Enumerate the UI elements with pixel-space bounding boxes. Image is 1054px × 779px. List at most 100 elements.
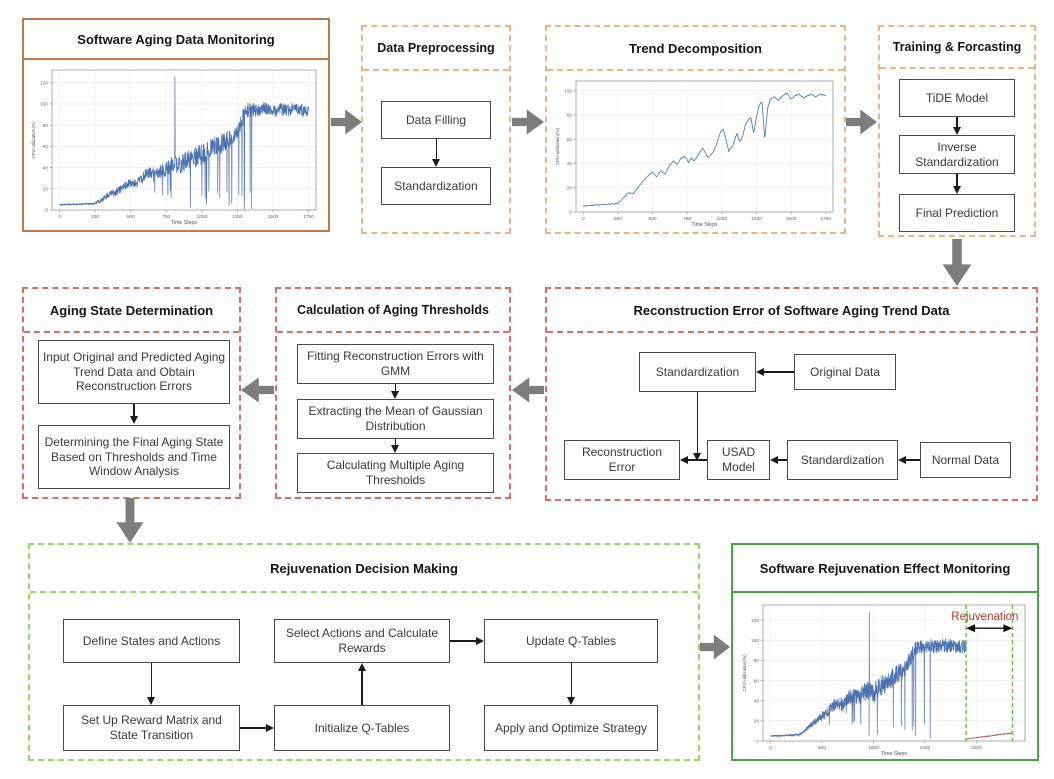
svg-text:20: 20 (43, 186, 49, 192)
svg-text:100: 100 (40, 102, 48, 108)
arrowhead-left (756, 367, 764, 376)
flow-arrow-thresholds-to-aging-state (241, 377, 274, 403)
section-title: Training & Forcasting (880, 27, 1034, 69)
svg-text:1000: 1000 (196, 214, 207, 220)
svg-text:0: 0 (58, 214, 61, 220)
svg-text:20: 20 (754, 719, 760, 725)
svg-text:1000: 1000 (716, 216, 727, 222)
arrowhead-down (129, 416, 138, 424)
node-usad-model: USAD Model (707, 440, 770, 480)
svg-text:80: 80 (567, 113, 573, 119)
arrowhead-left (770, 455, 778, 464)
section-title: Software Rejuvenation Effect Monitoring (733, 545, 1037, 593)
node-apply-optimize-strategy: Apply and Optimize Strategy (484, 705, 658, 751)
svg-text:100: 100 (751, 638, 759, 644)
section-calculation-aging-thresholds: Calculation of Aging Thresholds Fitting … (275, 287, 511, 499)
svg-text:CPU utilization(%): CPU utilization(%) (742, 654, 747, 692)
section-title: Calculation of Aging Thresholds (277, 289, 509, 333)
svg-text:120: 120 (751, 618, 759, 624)
step-tide-model: TiDE Model (899, 79, 1015, 117)
connector-line (450, 640, 476, 642)
svg-text:1500: 1500 (268, 214, 279, 220)
section-reconstruction-error: Reconstruction Error of Software Aging T… (545, 287, 1038, 501)
connector-line (133, 404, 135, 417)
svg-text:100: 100 (564, 88, 572, 94)
connector-line (956, 117, 958, 128)
section-title: Rejuvenation Decision Making (30, 545, 698, 593)
flow-arrow-reconstruction-to-thresholds (512, 377, 544, 403)
svg-text:40: 40 (754, 698, 760, 704)
step-inverse-standardization: Inverse Standardization (899, 135, 1015, 174)
flow-arrow-training-to-reconstruction (942, 239, 972, 286)
connector-line (956, 174, 958, 187)
svg-text:750: 750 (162, 214, 170, 220)
section-rejuvenation-effect-monitoring: Software Rejuvenation Effect Monitoring … (731, 543, 1039, 761)
svg-text:250: 250 (91, 214, 99, 220)
svg-text:Rejuvenation: Rejuvenation (951, 611, 1018, 623)
node-normal-data: Normal Data (920, 442, 1011, 478)
svg-text:40: 40 (567, 161, 573, 167)
node-define-states-actions: Define States and Actions (63, 619, 240, 663)
svg-text:1500: 1500 (920, 745, 931, 751)
node-original-data: Original Data (794, 354, 896, 390)
section-software-aging-data-monitoring: Software Aging Data Monitoring 0 250 500 75… (22, 18, 330, 232)
arrowhead-down (952, 186, 961, 194)
step-data-filling: Data Filling (381, 101, 491, 139)
svg-text:120: 120 (40, 80, 48, 86)
flow-arrow-preprocessing-to-trend (512, 109, 544, 135)
step-determine-final-aging-state: Determining the Final Aging State Based … (38, 425, 230, 489)
step-calculating-thresholds: Calculating Multiple Aging Thresholds (297, 453, 494, 493)
section-title: Data Preprocessing (363, 27, 509, 71)
connector-line (696, 392, 698, 453)
svg-text:40: 40 (43, 165, 49, 171)
flow-arrow-decision-to-effect (700, 634, 730, 660)
section-title: Reconstruction Error of Software Aging T… (547, 289, 1036, 333)
flow-arrow-trend-to-training (846, 109, 877, 135)
node-reward-matrix: Set Up Reward Matrix and State Transitio… (63, 705, 240, 751)
connector-line (906, 459, 920, 461)
svg-text:0: 0 (45, 208, 48, 214)
connector-line (764, 371, 794, 373)
section-rejuvenation-decision-making: Rejuvenation Decision Making Define Stat… (28, 543, 700, 761)
section-data-preprocessing: Data Preprocessing Data Filling Standard… (361, 25, 511, 234)
svg-text:1250: 1250 (751, 216, 762, 222)
arrowhead-down (432, 159, 440, 167)
connector-line (394, 439, 397, 446)
connector-line (240, 727, 266, 729)
arrowhead-right (266, 723, 274, 732)
arrowhead-down (952, 127, 961, 135)
section-title: Aging State Determination (24, 289, 239, 333)
node-standardization-top: Standardization (639, 352, 756, 392)
arrowhead-down (693, 453, 701, 461)
svg-text:1250: 1250 (232, 214, 243, 220)
svg-text:Time Steps: Time Steps (881, 751, 907, 757)
node-reconstruction-error: Reconstruction Error (564, 440, 680, 480)
svg-text:Time Steps: Time Steps (691, 222, 717, 228)
svg-text:500: 500 (127, 214, 135, 220)
svg-text:750: 750 (683, 216, 691, 222)
svg-text:Time Steps: Time Steps (171, 220, 197, 226)
flow-arrow-aging-state-to-decision (116, 498, 144, 543)
svg-text:0: 0 (569, 210, 572, 216)
arrowhead-left (898, 455, 906, 464)
svg-text:500: 500 (649, 216, 657, 222)
svg-text:1000: 1000 (868, 745, 879, 751)
svg-text:500: 500 (818, 745, 826, 751)
arrowhead-down (567, 697, 575, 705)
svg-text:CPU utilization(%): CPU utilization(%) (31, 121, 36, 159)
connector-line (150, 663, 152, 697)
svg-text:60: 60 (43, 144, 49, 150)
node-standardization-bottom: Standardization (787, 440, 898, 480)
arrowhead-right (476, 636, 484, 645)
section-aging-state-determination: Aging State Determination Input Original… (22, 287, 241, 499)
arrowhead-down (391, 445, 399, 453)
arrowhead-up (357, 663, 366, 671)
svg-text:20: 20 (567, 185, 573, 191)
svg-text:0: 0 (769, 745, 772, 751)
svg-text:2000: 2000 (971, 745, 982, 751)
connector-line (394, 384, 397, 392)
section-title: Software Aging Data Monitoring (24, 20, 328, 60)
